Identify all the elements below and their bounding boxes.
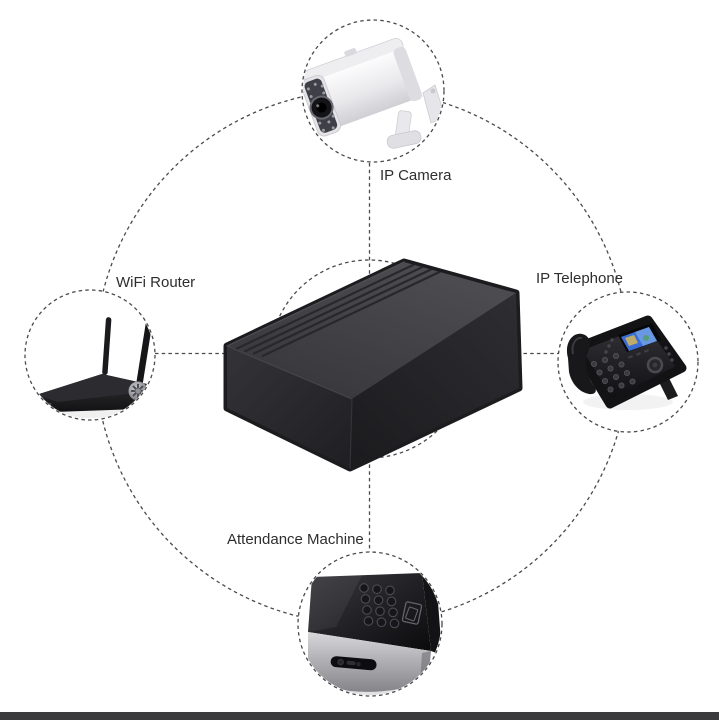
label-wifi-router: WiFi Router [116, 274, 195, 291]
attendance-sensor-strip [330, 656, 377, 671]
phone-screen-photo [625, 335, 638, 346]
phone-side-keys [604, 338, 674, 362]
phone-function-keys [628, 349, 649, 359]
phone-handset-highlight [571, 336, 583, 355]
node-ip-telephone [557, 291, 699, 433]
attendance-panel-gloss [308, 575, 362, 632]
phone-screen-green [643, 335, 649, 341]
bottom-bar [0, 712, 719, 720]
camera-base [386, 130, 422, 149]
router-antenna-left [102, 317, 112, 376]
node-wifi-router [24, 289, 156, 421]
rfid-card-icon [401, 601, 423, 625]
router-top-face [36, 374, 147, 402]
camera-lens-pupil [316, 102, 327, 113]
label-ip-telephone: IP Telephone [536, 270, 623, 287]
router-hinge-center [134, 387, 142, 395]
box-grooves [235, 263, 441, 357]
label-attendance-machine: Attendance Machine [227, 531, 364, 548]
ip-telephone-icon [566, 315, 687, 410]
attendance-keypad [359, 583, 400, 629]
phone-handset [566, 333, 596, 395]
camera-arm-bolt [430, 88, 436, 94]
box-top-left-edge [226, 261, 405, 347]
label-ip-camera: IP Camera [380, 167, 452, 184]
camera-rear-cap [393, 46, 423, 102]
camera-ir-leds [306, 82, 335, 132]
box-left-face [227, 346, 352, 468]
box-corner-edge [349, 398, 353, 469]
central-device-box [223, 258, 523, 472]
phone-nav-center [652, 362, 658, 368]
phone-keypad [591, 352, 636, 393]
box-right-face [350, 293, 519, 468]
camera-lens-glint [316, 104, 320, 108]
box-front-edge [226, 345, 353, 400]
camera-top-screw [344, 48, 357, 57]
node-ip-camera [301, 19, 445, 163]
box-top-face [227, 262, 516, 399]
camera-body [314, 50, 418, 128]
